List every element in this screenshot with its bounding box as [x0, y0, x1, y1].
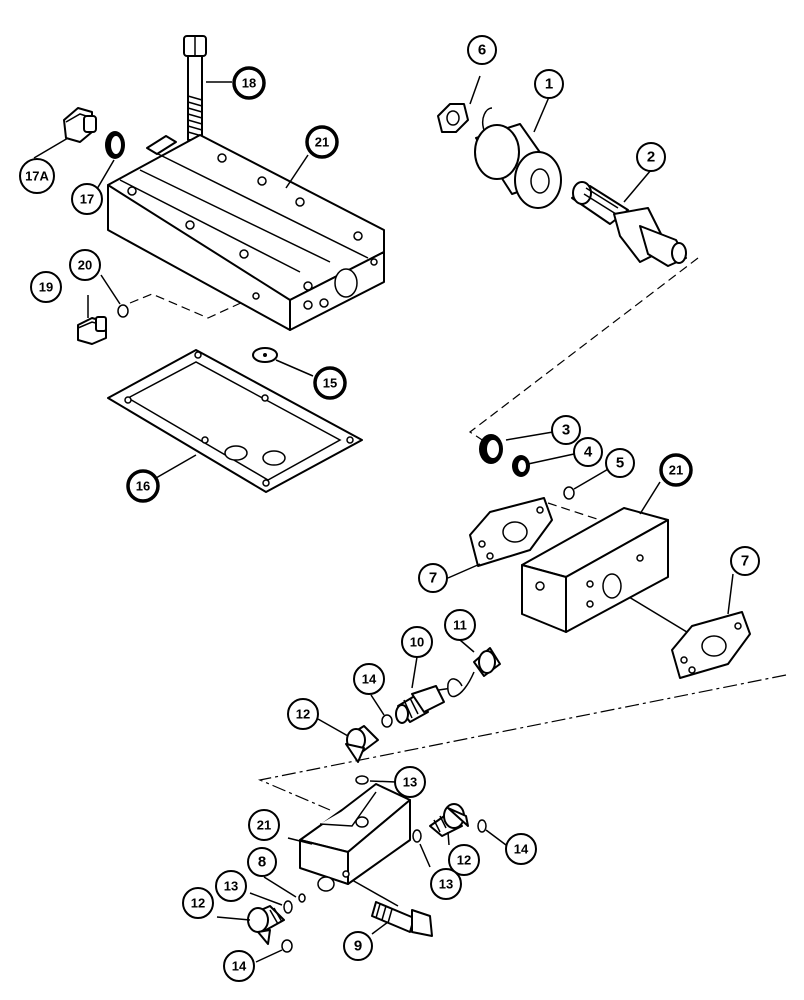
callout-5: 5: [605, 448, 635, 478]
assembly-line-bolt-9: [351, 879, 399, 907]
callout-19: 19: [30, 271, 62, 303]
leader-lines: [33, 75, 734, 963]
callout-7-left: 7: [418, 563, 448, 593]
svg-text:14: 14: [232, 959, 247, 974]
svg-text:13: 13: [403, 775, 417, 790]
o-ring-14-lower: [281, 939, 293, 953]
assembly-line-middle: [547, 502, 601, 521]
callout-14-right: 14: [505, 833, 537, 865]
assembly-line-upper: [468, 257, 699, 446]
callout-13-left: 13: [215, 870, 247, 902]
svg-text:18: 18: [242, 76, 256, 91]
svg-text:17: 17: [80, 192, 94, 207]
svg-text:2: 2: [647, 149, 655, 166]
svg-text:16: 16: [136, 479, 150, 494]
callout-17: 17: [71, 183, 103, 215]
callout-12-upper: 12: [287, 698, 319, 730]
elbow-12-upper: [345, 725, 379, 763]
svg-text:12: 12: [457, 853, 471, 868]
elbow-12-left: [247, 905, 285, 945]
svg-text:19: 19: [39, 280, 53, 295]
callout-13-right: 13: [430, 868, 462, 900]
svg-text:13: 13: [439, 877, 453, 892]
svg-text:11: 11: [453, 618, 467, 633]
o-ring-14-right: [477, 819, 487, 833]
cartridge-2: [571, 181, 687, 267]
gasket-7-left: [469, 497, 553, 567]
callout-1: 1: [534, 69, 564, 99]
o-ring-8: [298, 893, 306, 903]
gasket-7-right: [671, 611, 751, 679]
callout-18: 18: [232, 66, 266, 100]
callout-12-left: 12: [182, 887, 214, 919]
bolt-18: [183, 35, 207, 141]
seal-17: [105, 131, 125, 159]
svg-text:15: 15: [323, 376, 337, 391]
assembly-line-lower: [257, 674, 787, 811]
callout-21-lower: 21: [248, 809, 280, 841]
svg-text:7: 7: [429, 570, 437, 587]
svg-text:14: 14: [362, 672, 377, 687]
valve-body-21-upper: [107, 134, 385, 331]
plug-19: [77, 316, 107, 345]
svg-text:20: 20: [78, 258, 92, 273]
callout-17a: 17A: [19, 158, 55, 194]
callout-8: 8: [247, 847, 277, 877]
svg-text:4: 4: [584, 444, 593, 461]
svg-text:6: 6: [478, 42, 486, 59]
svg-text:12: 12: [191, 896, 205, 911]
svg-text:9: 9: [354, 938, 362, 955]
valve-body-21-middle: [521, 507, 669, 633]
callout-14-lower: 14: [223, 950, 255, 982]
solenoid-coil-1: [474, 107, 562, 209]
svg-text:1: 1: [545, 76, 553, 93]
o-ring-5: [563, 486, 575, 500]
callout-20: 20: [69, 249, 101, 281]
callout-21-upper: 21: [305, 125, 339, 159]
elbow-12-right: [429, 803, 469, 837]
svg-text:21: 21: [315, 135, 329, 150]
svg-text:12: 12: [296, 707, 310, 722]
callout-11: 11: [444, 609, 476, 641]
o-ring-13-upper: [355, 775, 369, 785]
gasket-16: [107, 349, 363, 493]
plug-17a: [63, 107, 97, 143]
o-ring-20: [117, 304, 129, 318]
o-ring-14-upper: [381, 714, 393, 728]
svg-text:7: 7: [741, 553, 749, 570]
svg-text:14: 14: [514, 842, 529, 857]
svg-text:17A: 17A: [25, 169, 49, 184]
callout-10: 10: [401, 626, 433, 658]
svg-text:21: 21: [669, 463, 683, 478]
svg-text:8: 8: [258, 854, 266, 871]
callout-13-upper: 13: [394, 766, 426, 798]
svg-text:21: 21: [257, 818, 271, 833]
o-ring-13-right: [412, 829, 422, 843]
callout-3: 3: [551, 415, 581, 445]
svg-text:10: 10: [410, 635, 424, 650]
o-ring-13-left: [283, 900, 293, 914]
callout-15: 15: [313, 366, 347, 400]
cap-11: [447, 647, 501, 698]
seal-3: [479, 434, 503, 464]
svg-text:5: 5: [616, 455, 624, 472]
fitting-10: [395, 685, 445, 724]
bolt-9: [371, 901, 433, 937]
nut-6: [437, 103, 469, 133]
callout-9: 9: [343, 931, 373, 961]
seal-4: [512, 455, 530, 477]
valve-body-21-lower: [299, 783, 411, 892]
callout-16: 16: [126, 469, 160, 503]
svg-text:13: 13: [224, 879, 238, 894]
callout-14-upper: 14: [353, 663, 385, 695]
callout-7-right: 7: [730, 546, 760, 576]
callout-21-middle: 21: [659, 453, 693, 487]
callout-4: 4: [573, 437, 603, 467]
svg-text:3: 3: [562, 422, 570, 439]
callout-2: 2: [636, 142, 666, 172]
callout-6: 6: [467, 35, 497, 65]
callout-12-right: 12: [448, 844, 480, 876]
